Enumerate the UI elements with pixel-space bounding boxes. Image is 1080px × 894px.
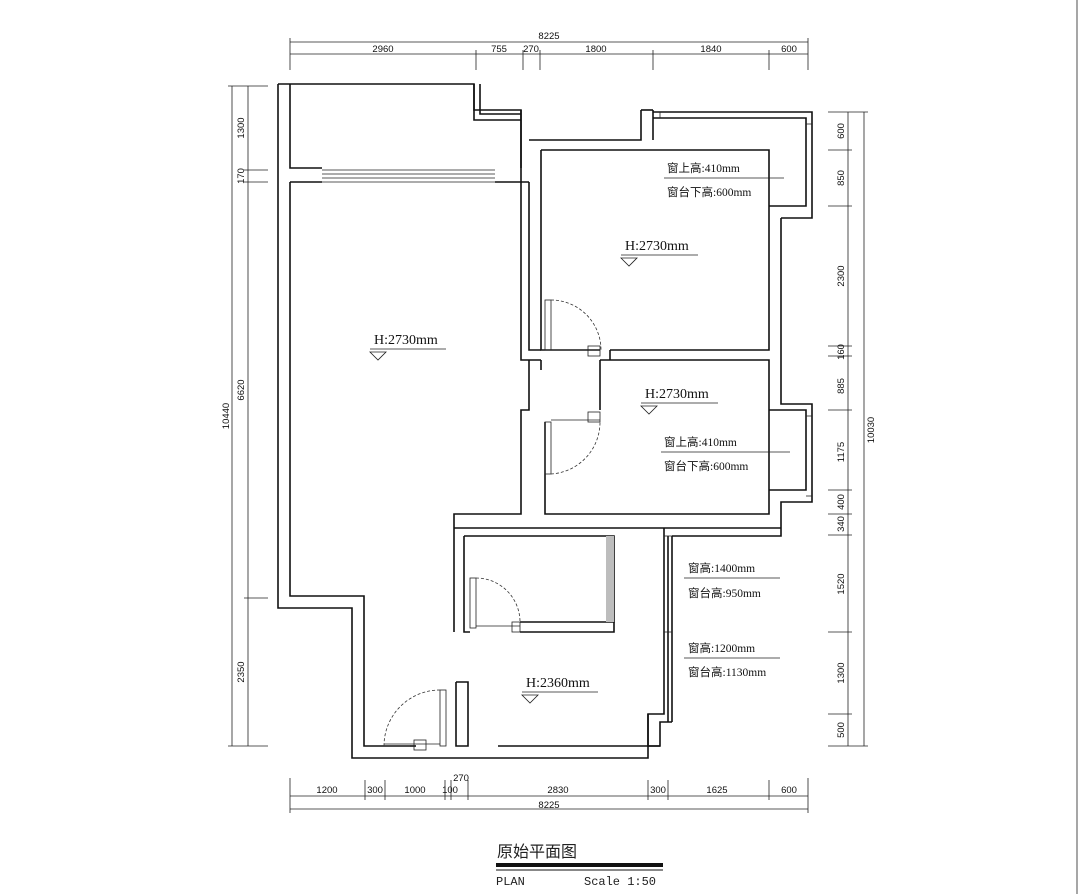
left-dimensions: 10440 1300 170 6620 2350	[221, 85, 268, 747]
right-dim-2: 850	[836, 170, 847, 186]
bottom-dim-6: 300	[650, 785, 666, 796]
bottom-dim-1: 1200	[316, 785, 337, 796]
kitchen-height: H:2360mm	[526, 676, 590, 691]
top-dim-3: 270	[523, 44, 539, 55]
left-dim-4: 2350	[236, 661, 247, 682]
walls	[277, 83, 813, 759]
bottom-dim-3: 1000	[404, 785, 425, 796]
bedroom-1-window-top: 窗上高:410mm	[667, 161, 740, 175]
bottom-total-dim: 8225	[538, 800, 559, 811]
left-dim-1: 1300	[236, 117, 247, 138]
drawing-title: 原始平面图	[497, 843, 577, 861]
right-dim-10: 1300	[836, 662, 847, 683]
top-dim-6: 600	[781, 44, 797, 55]
bedroom-2-door	[544, 411, 601, 475]
right-dim-4: 160	[836, 344, 847, 360]
plan-label: PLAN	[496, 875, 525, 889]
left-total-dim: 10440	[221, 403, 232, 429]
right-dim-3: 2300	[836, 265, 847, 286]
bottom-dimensions: 270 1200 300 1000 100 2830 300 1625 600 …	[289, 773, 809, 813]
right-dim-5: 885	[836, 378, 847, 394]
scale-label: Scale 1:50	[584, 875, 656, 889]
right-dim-11: 500	[836, 722, 847, 738]
kitchen-window-sill: 窗台高:1130mm	[688, 665, 766, 679]
top-dim-2: 755	[491, 44, 507, 55]
top-dim-5: 1840	[700, 44, 721, 55]
bottom-dim-2: 300	[367, 785, 383, 796]
right-dimensions: 10030 600 850 2300 160 885 1175 400 340 …	[828, 111, 877, 747]
bottom-dim-4: 100	[442, 785, 458, 796]
bottom-dim-5: 2830	[547, 785, 568, 796]
right-dim-8: 340	[836, 516, 847, 532]
bath-window-height: 窗高:1400mm	[688, 561, 755, 575]
kitchen-window-height: 窗高:1200mm	[688, 641, 755, 655]
window-notes: 窗上高:410mm 窗台下高:600mm 窗上高:410mm 窗台下高:600m…	[661, 161, 790, 679]
top-total-dim: 8225	[538, 31, 559, 42]
bedroom-1-window-sill: 窗台下高:600mm	[667, 185, 751, 199]
top-dim-1: 2960	[372, 44, 393, 55]
bedroom-2-window-top: 窗上高:410mm	[664, 435, 737, 449]
bedroom-2-height: H:2730mm	[645, 387, 709, 402]
right-dim-9: 1520	[836, 573, 847, 594]
living-height: H:2730mm	[374, 333, 438, 348]
top-dim-4: 1800	[585, 44, 606, 55]
bedroom-1-height: H:2730mm	[625, 239, 689, 254]
top-dimensions: 8225 2960 755 270 1800 1840 600	[289, 31, 809, 70]
left-dim-3: 6620	[236, 379, 247, 400]
bottom-dim-8: 600	[781, 785, 797, 796]
left-dim-2: 170	[236, 168, 247, 184]
right-dim-7: 400	[836, 494, 847, 510]
right-dim-1: 600	[836, 123, 847, 139]
bottom-top-dim: 270	[453, 773, 469, 784]
doors	[383, 299, 602, 751]
bottom-dim-7: 1625	[706, 785, 727, 796]
entry-door	[383, 689, 447, 751]
bedroom-1-door	[544, 299, 602, 357]
bath-window-sill: 窗台高:950mm	[688, 586, 761, 600]
bathroom-door	[469, 577, 521, 633]
right-total-dim: 10030	[866, 417, 877, 443]
right-dim-6: 1175	[836, 442, 847, 462]
room-labels: H:2730mm H:2730mm H:2730mm H:2360mm	[369, 239, 718, 704]
bedroom-2-window-sill: 窗台下高:600mm	[664, 459, 748, 473]
title-block: 原始平面图 PLAN Scale 1:50	[496, 843, 663, 889]
